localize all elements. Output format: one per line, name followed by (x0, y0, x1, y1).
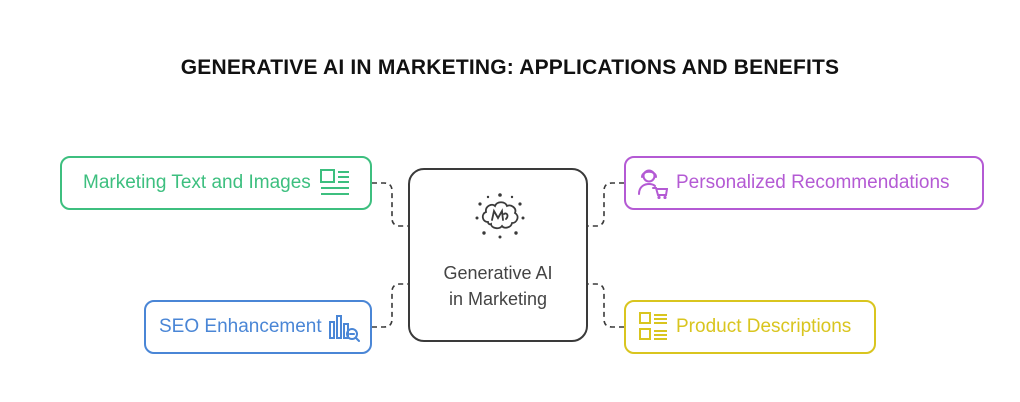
chart-search-icon (328, 312, 360, 342)
node-seo-label: SEO Enhancement (159, 316, 322, 337)
node-product: Product Descriptions (624, 300, 876, 354)
node-marketing-text: Marketing Text and Images (60, 156, 372, 210)
connector-product (588, 283, 624, 328)
node-personalized: Personalized Recommendations (624, 156, 984, 210)
connector-marketing-text (372, 182, 408, 227)
document-layout-icon (319, 168, 351, 198)
connector-seo (372, 283, 408, 328)
connector-personalized (588, 182, 624, 227)
list-checkbox-icon (638, 311, 668, 343)
center-label-line1: Generative AI (443, 263, 553, 283)
user-cart-icon (638, 167, 668, 199)
node-personalized-label: Personalized Recommendations (676, 172, 950, 193)
diagram-title: GENERATIVE AI IN MARKETING: APPLICATIONS… (180, 56, 840, 79)
node-seo: SEO Enhancement (144, 300, 372, 354)
node-marketing-text-label: Marketing Text and Images (83, 172, 311, 193)
ai-brain-icon (475, 193, 525, 239)
node-product-label: Product Descriptions (676, 316, 852, 337)
center-node: Generative AI in Marketing (408, 168, 588, 342)
center-label-line2: in Marketing (448, 289, 548, 309)
